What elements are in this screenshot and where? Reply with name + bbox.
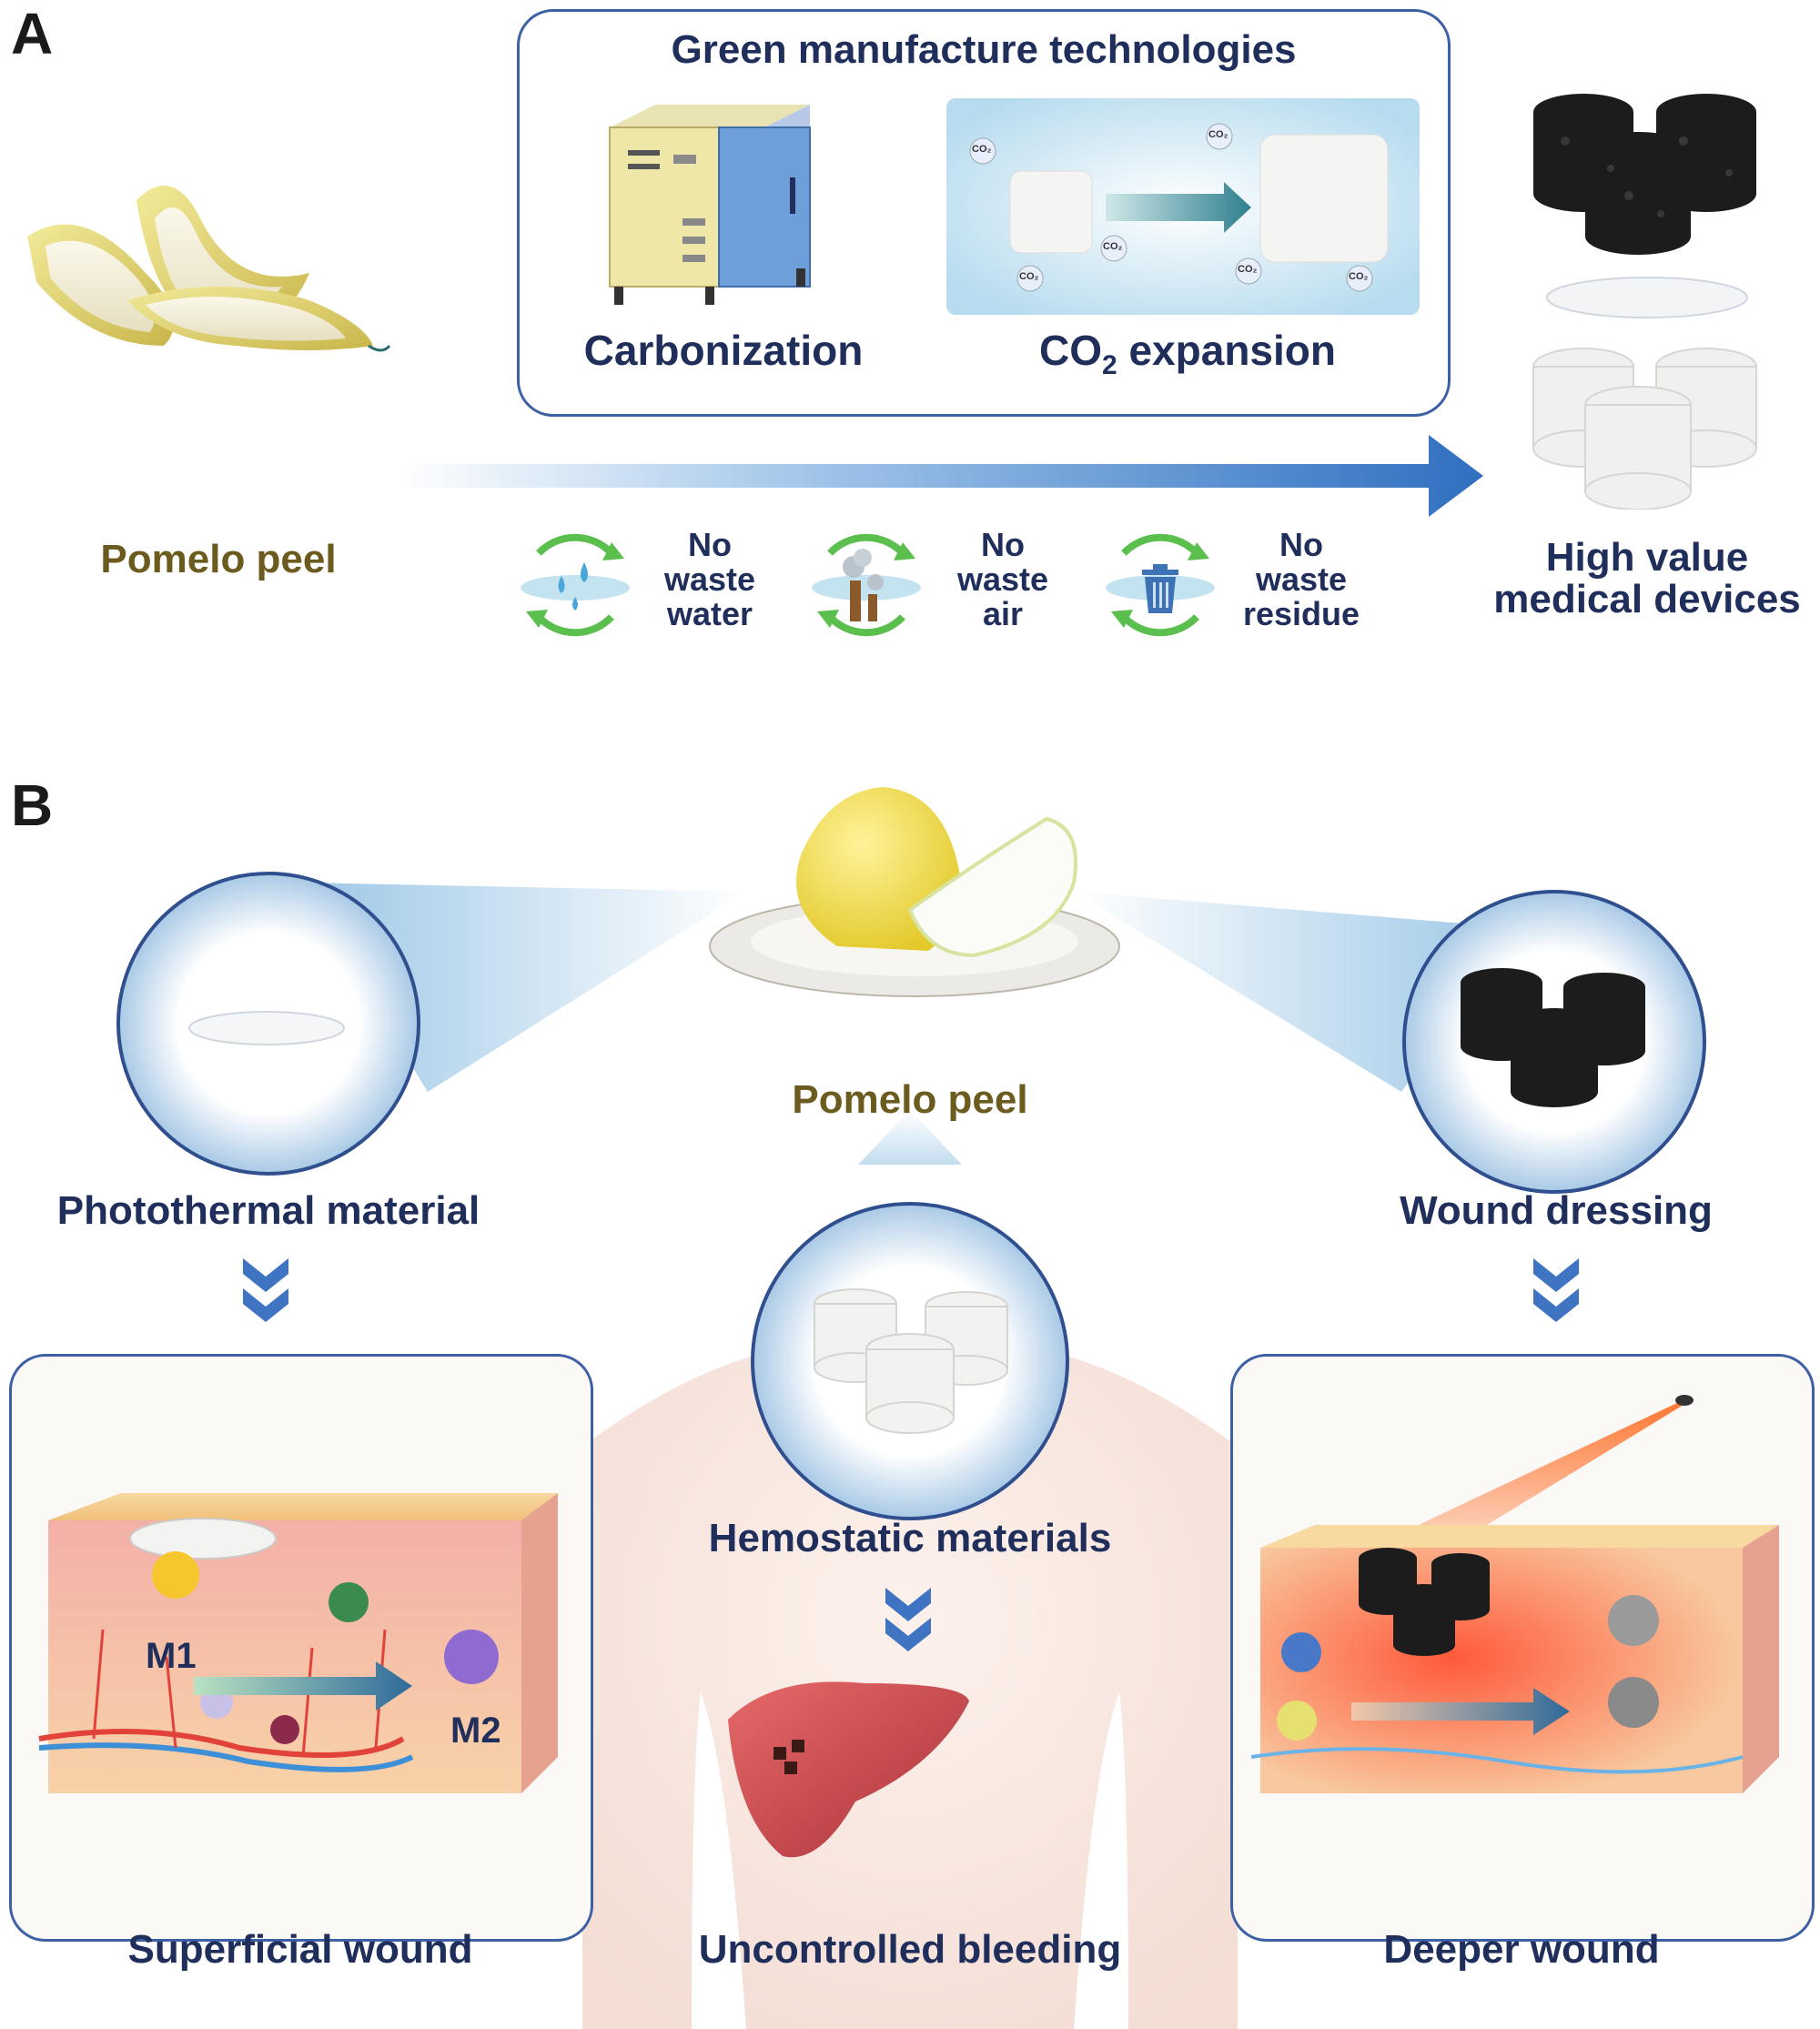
deeper-wound-box — [1230, 1354, 1815, 1942]
no-waste-residue-icon — [1097, 526, 1224, 644]
wound-dressing-circle — [1400, 887, 1709, 1196]
co2-bubble-label: CO₂ — [1238, 264, 1258, 275]
hemostatic-circle — [748, 1199, 1072, 1523]
panel-b-letter: B — [11, 772, 54, 838]
co2-expansion-illustration — [946, 98, 1420, 315]
uncontrolled-bleeding-label: Uncontrolled bleeding — [698, 1927, 1122, 1972]
waste-line: water — [666, 595, 753, 632]
chevron-down-icon — [881, 1583, 935, 1665]
carbonization-label: Carbonization — [583, 327, 864, 374]
waste-line: waste — [663, 560, 756, 598]
no-waste-water-icon — [511, 526, 639, 644]
hemostatic-label: Hemostatic materials — [708, 1516, 1112, 1560]
superficial-wound-label: Superficial wound — [127, 1927, 473, 1972]
high-value-line-2: medical devices — [1493, 577, 1801, 621]
deeper-wound-label: Deeper wound — [1383, 1927, 1660, 1972]
co2-bubble-label: CO₂ — [1103, 241, 1123, 252]
photothermal-label: Photothermal material — [56, 1188, 480, 1233]
co2-bubble-label: CO₂ — [1019, 271, 1039, 282]
co2-expansion-subscript: 2 — [1102, 350, 1117, 381]
wound-dressing-label: Wound dressing — [1400, 1188, 1713, 1233]
co2-bubble-label: CO₂ — [1208, 129, 1228, 140]
chevron-down-icon — [1529, 1254, 1583, 1336]
liver-image — [719, 1665, 983, 1874]
waste-line: No — [1279, 526, 1323, 563]
photothermal-circle — [114, 869, 423, 1178]
waste-line: No — [688, 526, 732, 563]
carbonization-oven-image — [601, 100, 819, 309]
waste-line: air — [982, 595, 1024, 632]
pomelo-on-plate-image — [701, 782, 1128, 1001]
no-waste-residue-label: No waste residue — [1219, 528, 1383, 631]
co2-bubble-label: CO₂ — [972, 144, 992, 155]
medical-devices-image — [1529, 86, 1765, 510]
no-waste-air-icon — [803, 526, 930, 644]
waste-line: residue — [1242, 595, 1360, 632]
no-waste-air-label: No waste air — [930, 528, 1076, 631]
co2-expansion-co: CO — [1039, 327, 1102, 374]
tech-box-title: Green manufacture technologies — [671, 27, 1297, 72]
panel-a-letter: A — [11, 1, 54, 66]
no-waste-water-label: No waste water — [637, 528, 783, 631]
pomelo-peel-label-b: Pomelo peel — [792, 1077, 1028, 1122]
waste-line: waste — [1255, 560, 1348, 598]
co2-bubble-label: CO₂ — [1349, 271, 1369, 282]
waste-line: waste — [956, 560, 1049, 598]
superficial-wound-box — [9, 1354, 593, 1942]
m1-label: M1 — [146, 1636, 197, 1676]
high-value-label: High value medical devices — [1456, 537, 1820, 621]
pomelo-peel-label-a: Pomelo peel — [100, 537, 337, 581]
co2-expansion-tail: expansion — [1117, 327, 1336, 374]
m2-label: M2 — [450, 1711, 501, 1751]
co2-expansion-label: CO2 expansion — [974, 326, 1401, 381]
high-value-line-1: High value — [1545, 535, 1749, 580]
chevron-down-icon — [238, 1254, 293, 1336]
waste-line: No — [981, 526, 1025, 563]
pomelo-peel-pieces-image — [9, 164, 391, 364]
process-arrow — [400, 435, 1483, 517]
